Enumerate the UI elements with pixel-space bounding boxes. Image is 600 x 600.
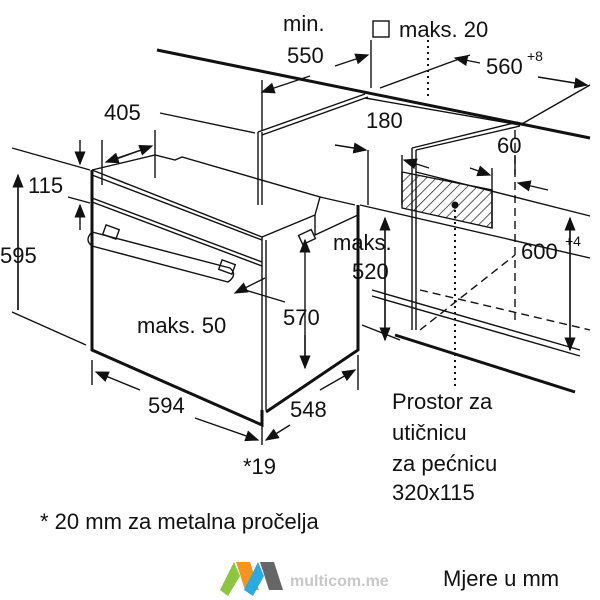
dimension-lines bbox=[11, 40, 591, 445]
socket-note-line: 320x115 bbox=[392, 480, 475, 505]
label-405: 405 bbox=[104, 100, 141, 125]
label-19: *19 bbox=[243, 454, 276, 479]
units-note: Mjere u mm bbox=[443, 566, 559, 591]
label-595: 595 bbox=[0, 243, 37, 268]
label-max-20: maks. 20 bbox=[399, 17, 488, 42]
label-560: 560 bbox=[486, 54, 523, 79]
label-180: 180 bbox=[366, 108, 403, 133]
countertop bbox=[156, 48, 591, 140]
label-maks: maks. bbox=[333, 230, 392, 255]
label-570: 570 bbox=[283, 305, 320, 330]
dimension-labels: min. 550 maks. 20 560 +8 405 180 60 115 … bbox=[0, 11, 581, 479]
socket-note-line: utičnicu bbox=[392, 420, 467, 445]
label-115: 115 bbox=[28, 173, 63, 198]
label-594: 594 bbox=[148, 393, 185, 418]
footnote: * 20 mm za metalna pročelja bbox=[40, 509, 320, 534]
label-600: 600 bbox=[521, 239, 558, 264]
label-600-tolerance: +4 bbox=[565, 233, 581, 249]
oven-door-handle bbox=[87, 231, 235, 283]
label-min: min. bbox=[283, 11, 325, 36]
socket-note-line: za pećnicu bbox=[392, 451, 497, 476]
label-520: 520 bbox=[352, 259, 389, 284]
socket-note-line: Prostor za bbox=[392, 389, 493, 414]
label-548: 548 bbox=[290, 397, 327, 422]
oven-vent bbox=[297, 228, 317, 246]
label-max-50: maks. 50 bbox=[137, 313, 226, 338]
watermark-logo: multicom.me bbox=[220, 562, 389, 596]
socket-center-dot bbox=[451, 201, 459, 209]
label-60: 60 bbox=[497, 133, 521, 158]
watermark-text: multicom.me bbox=[290, 573, 389, 590]
label-560-tolerance: +8 bbox=[527, 48, 543, 64]
socket-note: Prostor za utičnicu za pećnicu 320x115 bbox=[392, 389, 497, 505]
square-icon bbox=[372, 20, 390, 38]
label-550: 550 bbox=[287, 43, 324, 68]
oven bbox=[87, 154, 360, 428]
